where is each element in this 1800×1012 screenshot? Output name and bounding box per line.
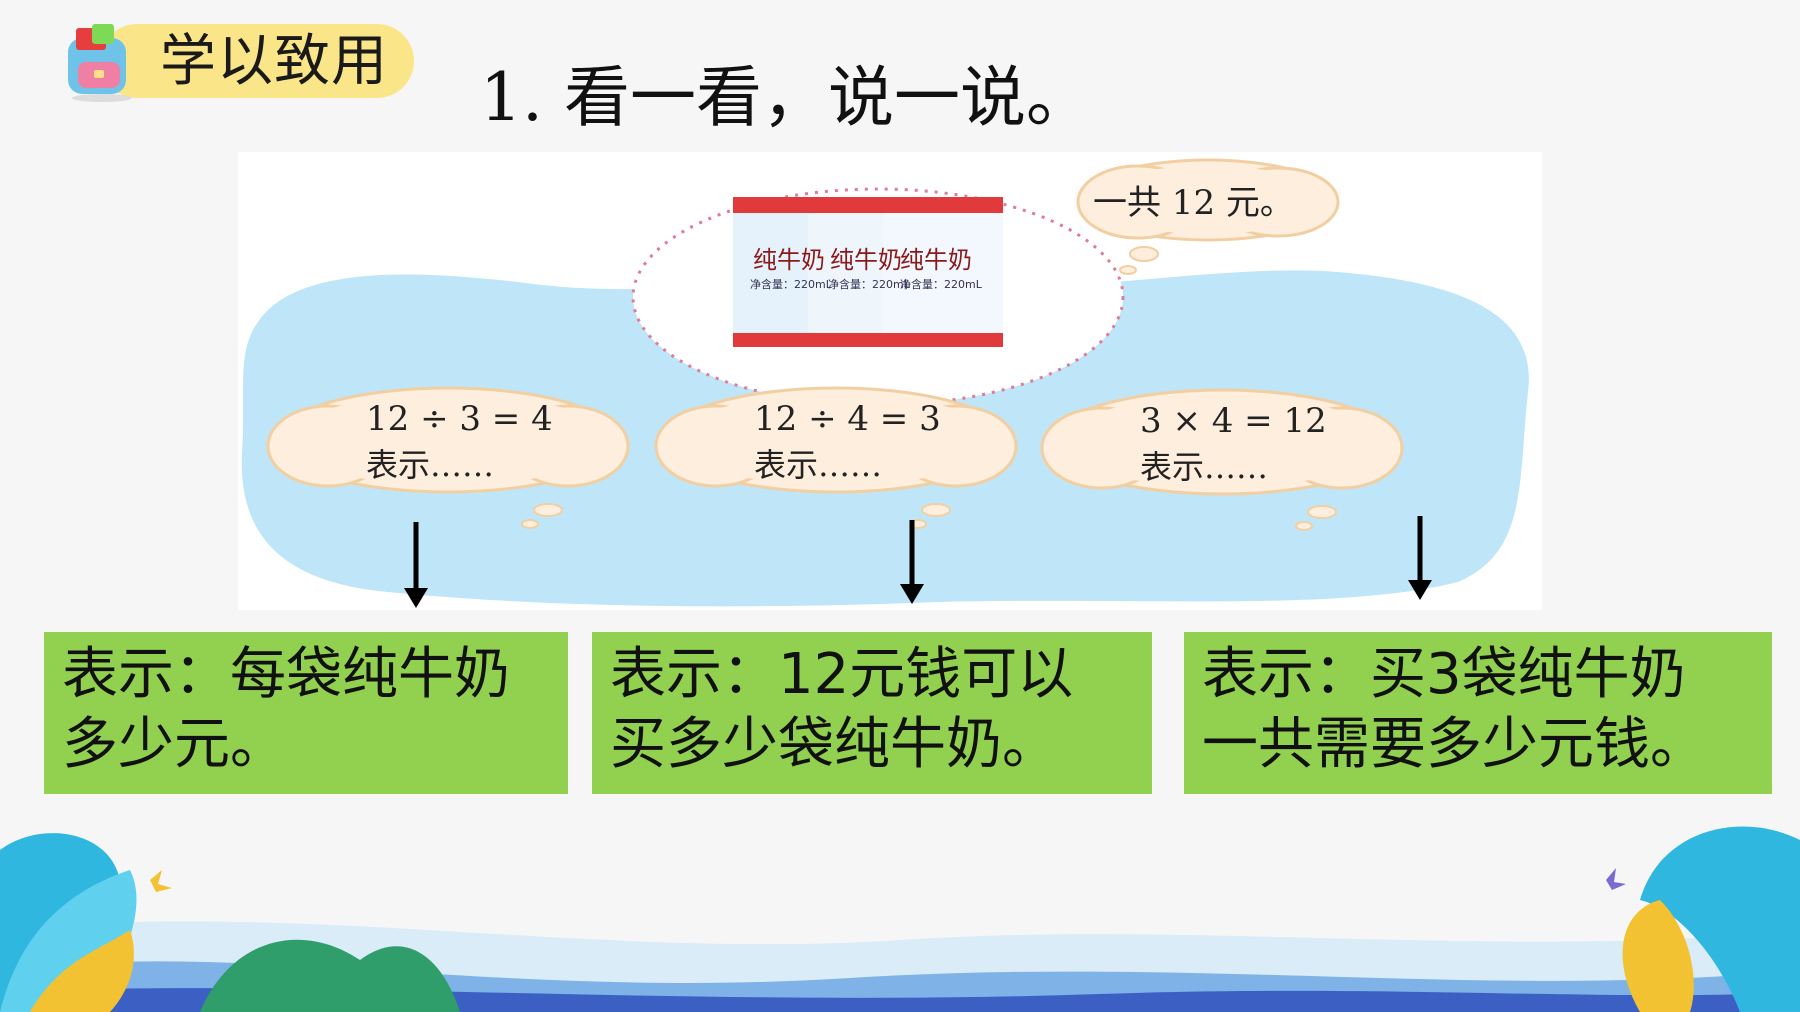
answer-box: 表示：买3袋纯牛奶 一共需要多少元钱。 <box>1184 632 1772 794</box>
milk-volume: 净含量：220mL <box>828 277 911 291</box>
milk-volume: 净含量：220mL <box>750 277 833 291</box>
butterfly-icon <box>150 870 172 892</box>
equation-text: 3 × 4 = 12 <box>1140 401 1327 441</box>
milk-scene-illustration: 纯牛奶 纯牛奶 纯牛奶 净含量：220mL 净含量：220mL 净含量：220m… <box>238 152 1542 610</box>
leaf-icon <box>1622 900 1694 1012</box>
leaf-icon <box>30 930 134 1012</box>
answer-box: 表示：12元钱可以 买多少袋纯牛奶。 <box>592 632 1152 794</box>
equation-text: 12 ÷ 4 = 3 <box>754 399 941 439</box>
answer-line: 一共需要多少元钱。 <box>1202 712 1706 777</box>
answer-line: 表示：买3袋纯牛奶 <box>1202 642 1686 707</box>
equation-text: 12 ÷ 3 = 4 <box>366 399 553 439</box>
milk-label: 纯牛奶 <box>900 246 972 274</box>
answer-line: 多少元。 <box>62 712 286 777</box>
equation-caption: 表示…… <box>366 446 494 484</box>
total-price-text: 一共 12 元。 <box>1093 183 1294 223</box>
equation-caption: 表示…… <box>1140 448 1268 486</box>
title-badge <box>100 24 414 98</box>
equation-bubble: 12 ÷ 4 = 3 表示…… <box>654 386 1018 529</box>
butterfly-icon <box>1606 868 1626 890</box>
bottom-landscape-decoration <box>0 826 1800 1012</box>
arrow-down-icon <box>900 520 924 604</box>
answer-line: 表示：12元钱可以 <box>610 642 1074 707</box>
arrow-down-icon <box>404 522 428 608</box>
badge-label: 学以致用 <box>160 29 388 94</box>
milk-label: 纯牛奶 <box>753 246 825 274</box>
arrow-down-icon <box>1408 516 1432 600</box>
backpack-icon <box>68 24 132 102</box>
answer-line: 买多少袋纯牛奶。 <box>610 712 1058 777</box>
equation-bubble: 12 ÷ 3 = 4 表示…… <box>266 386 630 529</box>
leaf-icon <box>1640 826 1800 1012</box>
milk-bag <box>883 197 1003 347</box>
answer-line: 表示：每袋纯牛奶 <box>62 642 510 707</box>
milk-volume: 净含量：220mL <box>900 277 983 291</box>
equation-bubble: 3 × 4 = 12 表示…… <box>1040 388 1404 531</box>
page-title: 1. 看一看，说一说。 <box>480 59 1092 136</box>
answer-box: 表示：每袋纯牛奶 多少元。 <box>44 632 568 794</box>
equation-caption: 表示…… <box>754 446 882 484</box>
total-price-thought-cloud: 一共 12 元。 <box>1076 158 1340 275</box>
milk-label: 纯牛奶 <box>830 246 902 274</box>
